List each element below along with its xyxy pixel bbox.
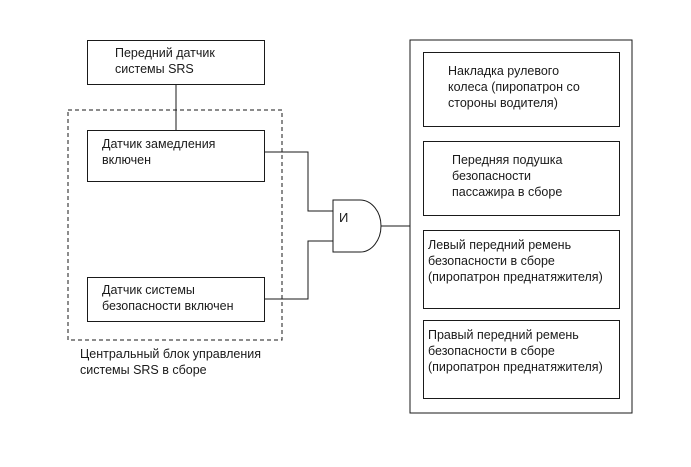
- decel-to-gate-line: [265, 151, 333, 212]
- output-steering-wheel-pad: Накладка рулевого колеса (пиропатрон со …: [423, 52, 620, 127]
- front-sensor-label: Передний датчик системы SRS: [115, 46, 215, 76]
- and-gate: [332, 199, 382, 253]
- output-passenger-airbag: Передняя подушка безопасности пассажира …: [423, 141, 620, 216]
- decel-sensor-label: Датчик замедления включен: [102, 137, 216, 167]
- output-label: Правый передний ремень безопасности в сб…: [428, 328, 603, 374]
- central-unit-caption: Центральный блок управления системы SRS …: [80, 347, 261, 377]
- output-left-seatbelt: Левый передний ремень безопасности в сбо…: [423, 230, 620, 309]
- front-sensor-box: Передний датчик системы SRS: [87, 40, 265, 85]
- output-label: Левый передний ремень безопасности в сбо…: [428, 238, 603, 284]
- output-right-seatbelt: Правый передний ремень безопасности в сб…: [423, 320, 620, 399]
- safety-to-gate-line: [265, 240, 333, 300]
- safety-sensor-box: Датчик системы безопасности включен: [87, 277, 265, 322]
- central-unit-boundary: [67, 109, 283, 341]
- decel-sensor-box: Датчик замедления включен: [87, 130, 265, 182]
- and-gate-label: И: [339, 210, 349, 225]
- outputs-group-frame: [409, 39, 633, 414]
- output-label: Передняя подушка безопасности пассажира …: [452, 153, 563, 199]
- output-label: Накладка рулевого колеса (пиропатрон со …: [448, 64, 580, 110]
- safety-sensor-label: Датчик системы безопасности включен: [102, 283, 234, 313]
